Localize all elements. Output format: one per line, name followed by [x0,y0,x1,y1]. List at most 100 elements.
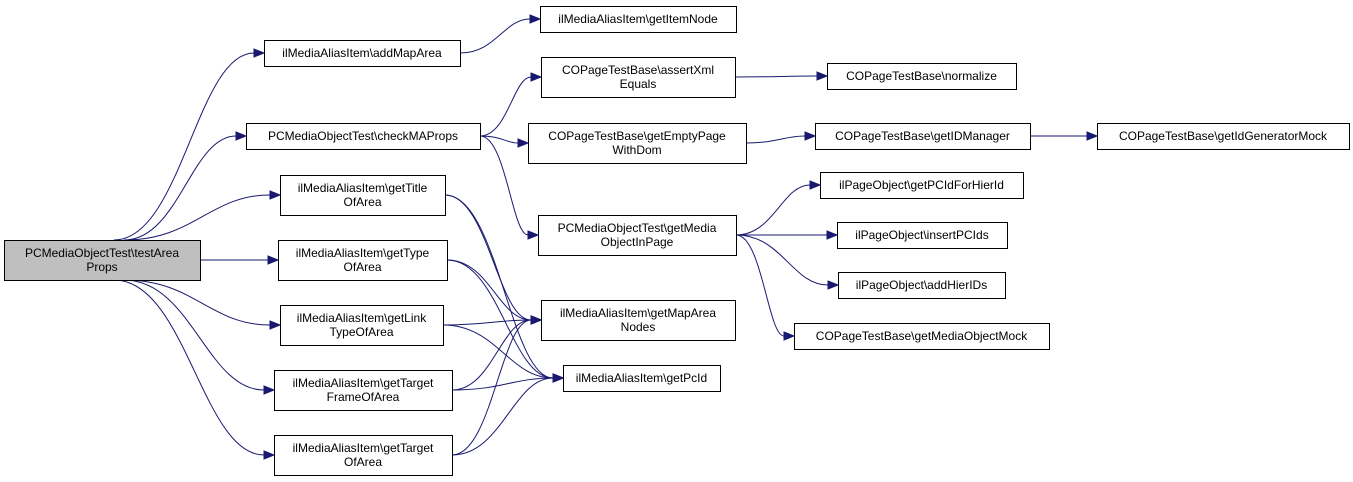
edge-root-to-getTypeOfArea [200,255,280,265]
node-label: COPageTestBase\getEmptyPage [548,129,726,143]
arrowhead-icon [529,14,542,24]
node-box [541,57,736,98]
arrowhead-icon [269,320,282,330]
edge-root-to-checkMAProps [123,131,248,241]
arrowhead-icon [530,72,543,82]
edge-root-to-getLinkTypeOfArea [123,279,282,330]
node-box [528,123,747,164]
node-box [274,435,453,476]
node-label: ilMediaAliasItem\getTitle [298,181,428,195]
node-normalize[interactable]: COPageTestBase\normalize [827,63,1017,90]
node-box [540,6,737,33]
node-label: TypeOfArea [329,325,393,339]
arrowhead-icon [530,315,543,325]
edge-getMediaObjectInPage-to-getMediaObjectMock [735,234,796,341]
arrowhead-icon [804,131,817,141]
node-label: ilPageObject\getPCIdForHierId [839,178,1004,192]
node-label: PCMediaObjectTest\checkMAProps [268,129,458,143]
arrowhead-icon [269,190,282,200]
node-get-item-node[interactable]: ilMediaAliasItem\getItemNode [540,6,737,33]
edge-root-to-getTargetOfArea [113,279,276,460]
node-box [280,175,446,216]
node-label: ilMediaAliasItem\getType [296,246,430,260]
node-label: ilPageObject\insertPCIds [855,228,988,242]
edge-checkMAProps-to-assertXmlEquals [479,72,543,137]
node-check-m-a-props[interactable]: PCMediaObjectTest\checkMAProps [246,123,481,150]
node-box [541,300,736,341]
node-add-hier-i-ds[interactable]: ilPageObject\addHierIDs [838,272,1006,299]
edge-checkMAProps-to-getEmptyPageWithDom [479,135,530,148]
edge-getMediaObjectInPage-to-getPCIdForHierId [735,180,822,236]
node-label: ilMediaAliasItem\getTarget [293,376,434,390]
node-label: Nodes [621,320,656,334]
node-get-i-d-manager[interactable]: COPageTestBase\getIDManager [815,123,1031,150]
node-box [563,365,721,392]
node-get-p-c-id-for-hier-id[interactable]: ilPageObject\getPCIdForHierId [820,172,1024,199]
node-label: WithDom [612,143,661,157]
node-box [264,40,461,67]
node-label: COPageTestBase\getIDManager [835,129,1010,143]
edge-getTypeOfArea-to-getMapAreaNodes [446,259,543,325]
node-add-map-area[interactable]: ilMediaAliasItem\addMapArea [264,40,461,67]
edge-root-to-getTitleOfArea [123,190,282,241]
node-label: ObjectInPage [601,235,674,249]
node-label: OfArea [343,195,381,209]
node-label: ilMediaAliasItem\getLink [297,311,427,325]
node-get-id-generator-mock[interactable]: COPageTestBase\getIdGeneratorMock [1097,123,1350,150]
node-label: ilMediaAliasItem\getTarget [293,441,434,455]
arrowhead-icon [253,48,266,58]
node-label: Props [86,260,117,274]
node-box [280,305,444,346]
node-box [837,222,1008,249]
arrowhead-icon [235,131,248,141]
node-label: FrameOfArea [327,390,400,404]
node-insert-p-c-ids[interactable]: ilPageObject\insertPCIds [837,222,1008,249]
node-label: COPageTestBase\getIdGeneratorMock [1119,129,1328,143]
node-label: ilMediaAliasItem\getPcId [576,371,707,385]
arrowhead-icon [267,255,280,265]
edge-getEmptyPageWithDom-to-getIDManager [745,131,817,144]
node-box [4,240,201,281]
node-box [820,172,1024,199]
edge-getTargetOfArea-to-getPcId [451,373,565,456]
arrowhead-icon [809,180,822,190]
arrowhead-icon [517,138,530,148]
edge-checkMAProps-to-getMediaObjectInPage [479,135,540,240]
node-box [827,63,1017,90]
edge-getMediaObjectInPage-to-insertPCIds [736,230,839,240]
arrowhead-icon [827,280,840,290]
arrowhead-icon [1086,131,1099,141]
edges-layer [113,14,1099,460]
arrowhead-icon [263,450,276,460]
arrowhead-icon [552,373,565,383]
node-box [274,370,453,411]
arrowhead-icon [527,230,540,240]
edge-addMapArea-to-getItemNode [459,14,542,54]
node-label: PCMediaObjectTest\getMedia [558,221,717,235]
node-label: OfArea [344,455,382,469]
node-label: ilMediaAliasItem\addMapArea [282,46,442,60]
edge-assertXmlEquals-to-normalize [734,71,829,81]
node-get-media-object-mock[interactable]: COPageTestBase\getMediaObjectMock [794,323,1050,350]
node-box [278,240,448,281]
node-get-pc-id[interactable]: ilMediaAliasItem\getPcId [563,365,721,392]
edge-root-to-addMapArea [113,48,266,241]
node-label: PCMediaObjectTest\testArea [25,246,179,260]
node-box [538,215,737,256]
node-box [1097,123,1350,150]
node-box [815,123,1031,150]
edge-getTargetOfArea-to-getMapAreaNodes [451,315,543,456]
node-box [794,323,1050,350]
